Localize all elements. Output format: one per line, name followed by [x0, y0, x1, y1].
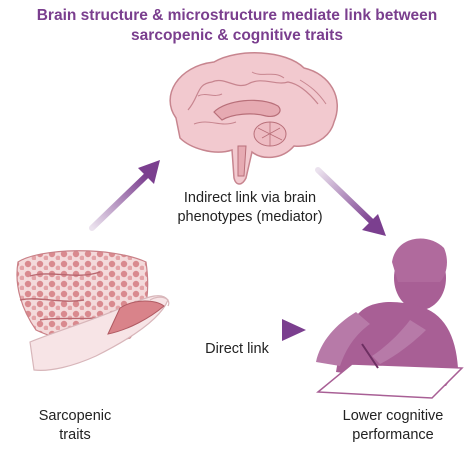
indirect-arrow-down — [315, 167, 386, 236]
figure-title: Brain structure & microstructure mediate… — [0, 6, 474, 46]
indirect-arrow-up — [89, 160, 160, 231]
direct-link-label: Direct link — [205, 341, 269, 357]
brain-illustration — [169, 52, 338, 185]
sarcopenic-label-line-2: traits — [59, 427, 91, 443]
person-writing-illustration — [316, 238, 464, 399]
sarcopenic-traits-label: Sarcopenic traits — [20, 407, 130, 445]
sarcopenic-label-line-1: Sarcopenic — [38, 408, 112, 424]
indirect-link-label: Indirect link via brain phenotypes (medi… — [150, 189, 350, 227]
indirect-label-line-2: phenotypes (mediator) — [177, 209, 323, 225]
direct-arrow — [167, 319, 306, 341]
muscle-arm-illustration — [16, 250, 170, 371]
title-line-1: Brain structure & microstructure mediate… — [36, 7, 438, 24]
indirect-label-line-1: Indirect link via brain — [183, 190, 317, 206]
lower-label-line-2: performance — [352, 427, 434, 443]
title-line-2: sarcopenic & cognitive traits — [131, 27, 343, 44]
lower-cognitive-label: Lower cognitive performance — [318, 407, 468, 445]
lower-label-line-1: Lower cognitive — [342, 408, 444, 424]
